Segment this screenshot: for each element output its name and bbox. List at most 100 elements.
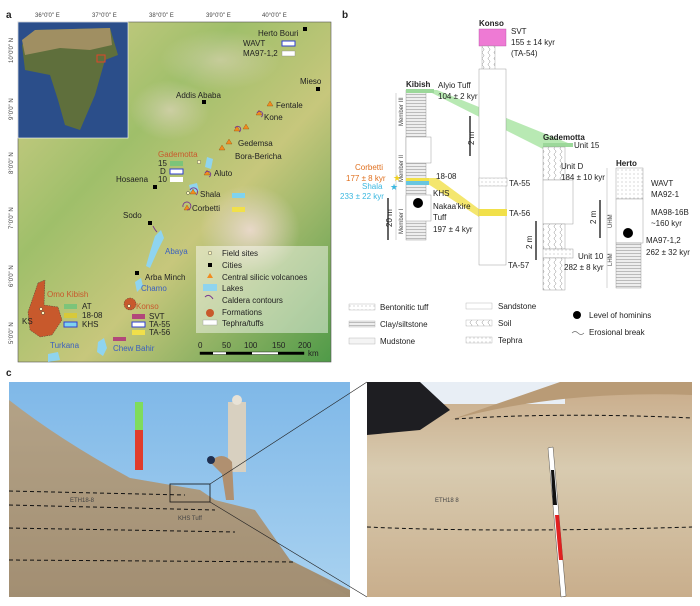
legend-label: Soil: [498, 319, 512, 328]
label: MA97-1,2: [646, 236, 681, 245]
ks-label: KS: [22, 317, 33, 326]
strat-labels: Konso SVT 155 ± 14 kyr (TA-54) TA-55 TA-…: [340, 19, 690, 272]
scale-tick: 150: [272, 341, 286, 350]
scale-label: 2 m: [467, 131, 476, 145]
legend-label: Cities: [222, 261, 242, 270]
label: ~160 kyr: [651, 219, 682, 228]
legend-label: Caldera contours: [222, 296, 283, 305]
label: (TA-54): [511, 49, 538, 58]
lat-tick: 5°0'0" N: [9, 322, 15, 344]
label: 184 ± 10 kyr: [561, 173, 605, 182]
lakes: [48, 157, 213, 362]
label: UHM: [608, 214, 614, 228]
konso-formation: [123, 297, 137, 311]
lon-tick: 38°0'0" E: [149, 13, 174, 19]
zoom-lines: [209, 381, 368, 598]
latitude-ticks: 10°0'0" N 9°0'0" N 8°0'0" N 7°0'0" N 6°0…: [9, 38, 15, 344]
scale-tick: 100: [244, 341, 258, 350]
label: WAVT: [651, 179, 673, 188]
photo-label: ETH18-8: [70, 498, 95, 504]
photo-label: KHS Tuff: [178, 516, 202, 522]
field-sites: [39, 159, 201, 315]
volcano-label: Shala: [200, 190, 221, 199]
lat-tick: 7°0'0" N: [9, 207, 15, 229]
scale-tick: 200: [298, 341, 312, 350]
tephra-label: 18-08: [82, 311, 103, 320]
label: Unit D: [561, 162, 583, 171]
label: Nakaa'kire: [433, 202, 471, 211]
map[interactable]: Herto Bouri Mieso Addis Ababa Hosaena So…: [17, 21, 332, 363]
label: TA-57: [508, 261, 530, 270]
panel-label-c: c: [6, 368, 12, 379]
lake-label: Turkana: [50, 341, 80, 350]
legend-label: Field sites: [222, 249, 258, 258]
strat-legend: Bentonitic tuff Clay/siltstone Mudstone …: [348, 302, 651, 346]
map-legend: Field sites Cities Central silicic volca…: [196, 246, 328, 333]
volcano-label: Fentale: [276, 101, 303, 110]
panel-label-a: a: [6, 10, 12, 21]
tephra-label: AT: [82, 302, 92, 311]
column-title: Gademotta: [543, 133, 585, 142]
volcano-markers: [183, 100, 274, 211]
city-label: Hosaena: [116, 175, 149, 184]
label: MA98-16B: [651, 208, 689, 217]
panel-label-b: b: [342, 10, 348, 21]
label: TA-56: [509, 209, 531, 218]
column-title: Herto: [616, 159, 637, 168]
lon-tick: 40°0'0" E: [262, 13, 287, 19]
label: 282 ± 8 kyr: [564, 263, 604, 272]
label: TA-55: [509, 179, 531, 188]
legend-label: Central silicic volcanoes: [222, 273, 307, 282]
city-label: Mieso: [300, 77, 322, 86]
label: Tuff: [433, 213, 447, 222]
legend-label: Level of hominins: [589, 311, 651, 320]
photo-label: ETH18 8: [435, 498, 459, 504]
scale-label: 2 m: [589, 210, 598, 224]
city-label: Addis Ababa: [176, 91, 221, 100]
label: 155 ± 14 kyr: [511, 38, 555, 47]
lake-label: Chamo: [141, 284, 167, 293]
africa-inset: [17, 21, 129, 139]
label: 177 ± 8 kyr: [346, 174, 386, 183]
tephra-label: TA-55: [149, 320, 171, 329]
omo-kibish-formation: [27, 279, 63, 338]
label: 262 ± 32 kyr: [646, 248, 690, 257]
label: Unit 10: [578, 252, 604, 261]
label: SVT: [511, 27, 527, 36]
measuring-staff: [547, 446, 567, 598]
tephra-label: KHS: [82, 320, 98, 329]
tephra-label: MA97-1,2: [243, 49, 278, 58]
label: LHM: [608, 253, 614, 266]
tephra-label: TA-56: [149, 328, 171, 337]
legend-label: Formations: [222, 308, 262, 317]
scale-label: 2 m: [525, 235, 534, 249]
caldera-contours: [152, 110, 264, 233]
scale-tick: 50: [222, 341, 231, 350]
hominin-skull-icon: [413, 198, 423, 208]
label: KHS: [433, 189, 449, 198]
volcano-label: Bora-Bericha: [235, 152, 282, 161]
legend-label: Lakes: [222, 284, 243, 293]
label: Alyio Tuff: [438, 81, 472, 90]
lat-tick: 10°0'0" N: [9, 38, 15, 63]
lat-tick: 6°0'0" N: [9, 265, 15, 287]
tephra-label: SVT: [149, 312, 165, 321]
lake-label: Chew Bahir: [113, 344, 155, 353]
label-shala: Shala: [362, 182, 383, 191]
legend-label: Sandstone: [498, 302, 537, 311]
site-label-konso: Konso: [136, 302, 159, 311]
lon-tick: 39°0'0" E: [206, 13, 231, 19]
scale-bar: 0 50 100 150 200 km: [198, 341, 319, 358]
unit-label: 10: [158, 175, 167, 184]
tephra-label: WAVT: [243, 39, 265, 48]
volcano-label: Kone: [264, 113, 283, 122]
city-label: Sodo: [123, 211, 142, 220]
legend-label: Tephra: [498, 336, 523, 345]
scale-unit: km: [308, 349, 319, 358]
lon-tick: 37°0'0" E: [92, 13, 117, 19]
unit-label: D: [160, 167, 166, 176]
site-label-omo-kibish: Omo Kibish: [47, 290, 88, 299]
site-label-gademotta: Gademotta: [158, 150, 198, 159]
member-label: Member I: [399, 208, 405, 234]
legend-label: Erosional break: [589, 328, 646, 337]
